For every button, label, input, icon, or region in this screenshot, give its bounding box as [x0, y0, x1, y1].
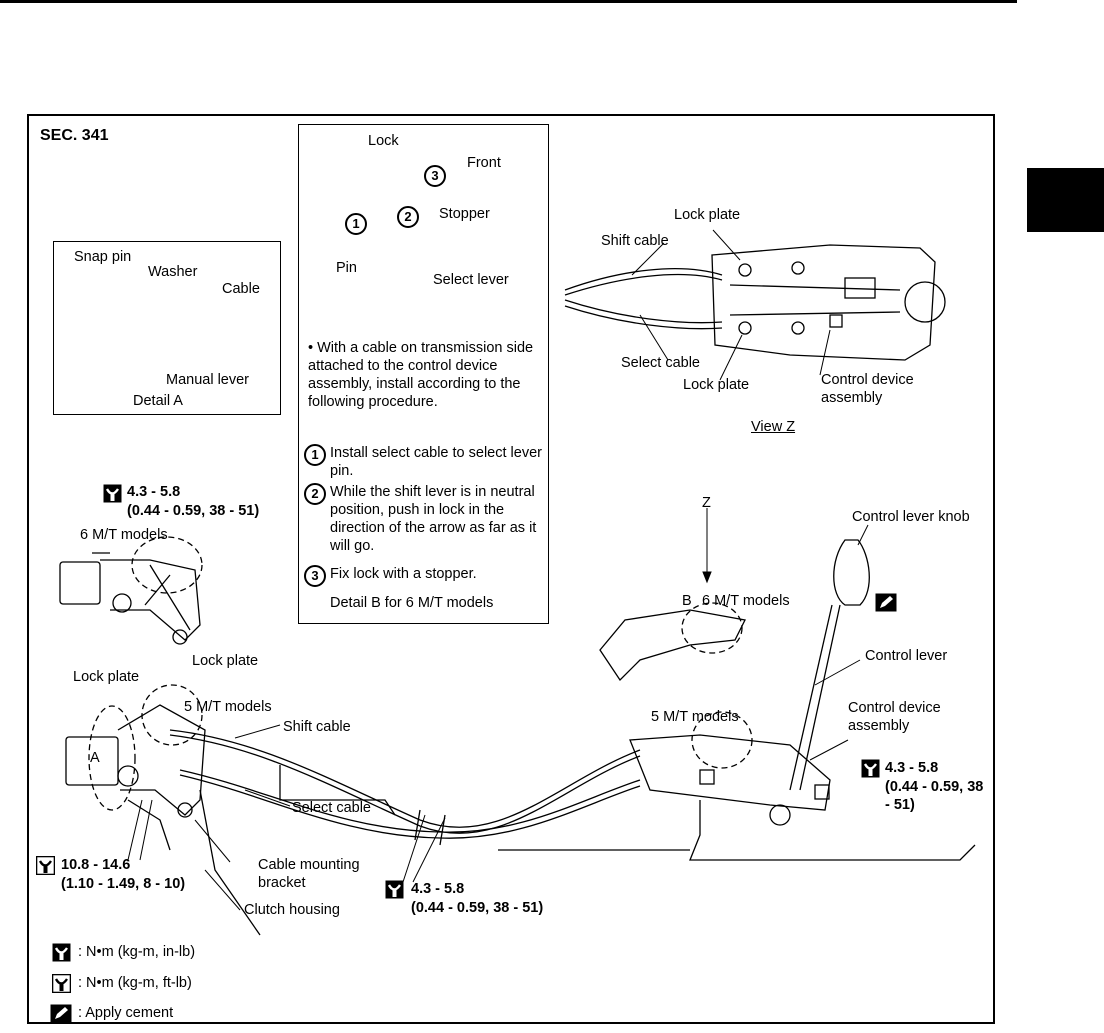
apply-cement-icon — [875, 593, 897, 612]
models-5mt-right: 5 M/T models — [651, 709, 739, 725]
view-z-caption: View Z — [751, 419, 796, 435]
view-z-shift-cable: Shift cable — [601, 233, 669, 249]
torque-wrench-icon — [52, 943, 71, 962]
procedure-step-2: While the shift lever is in neutral posi… — [330, 484, 537, 554]
legend-item-in-lb: : N•m (kg-m, in-lb) — [78, 944, 196, 960]
control-device-drawing — [498, 539, 976, 861]
cable-bracket-label: Cable mounting bracket — [258, 857, 360, 891]
torque-left-sub: (1.10 - 1.49, 8 - 10) — [61, 876, 186, 892]
control-lever-label: Control lever — [865, 648, 948, 664]
washer-label: Washer — [148, 264, 198, 280]
view-z-select-cable: Select cable — [621, 355, 700, 371]
procedure-intro: • With a cable on transmission side atta… — [308, 340, 534, 410]
models-5mt-left: 5 M/T models — [184, 699, 272, 715]
torque-right-value: 4.3 - 5.8 — [885, 760, 939, 776]
shift-cable-label: Shift cable — [283, 719, 351, 735]
lock-label: Lock — [368, 133, 399, 149]
section-tab-marker — [1027, 168, 1104, 232]
step-2-marker: 2 — [304, 483, 326, 505]
torque-wrench-icon — [385, 880, 404, 899]
snap-pin-label: Snap pin — [74, 249, 132, 265]
stopper-label: Stopper — [439, 206, 490, 222]
legend-item-cement: : Apply cement — [78, 1005, 174, 1021]
left-upper-torque-value: 4.3 - 5.8 — [127, 484, 181, 500]
label-b: B — [682, 593, 692, 609]
step-1-marker: 1 — [304, 444, 326, 466]
step-3-marker: 3 — [424, 165, 446, 187]
models-6mt-right: 6 M/T models — [702, 593, 790, 609]
pin-label: Pin — [336, 260, 357, 276]
left-upper-torque-sub: (0.44 - 0.59, 38 - 51) — [127, 503, 260, 519]
torque-left-value: 10.8 - 14.6 — [61, 857, 131, 873]
procedure-step-3: Fix lock with a stopper. — [330, 566, 477, 582]
step-1-marker: 1 — [345, 213, 367, 235]
detail-a-box — [53, 241, 281, 415]
manual-lever-label: Manual lever — [166, 372, 250, 388]
detail-a-caption: Detail A — [133, 393, 183, 409]
select-cable-label: Select cable — [292, 800, 371, 816]
transmission-drawing — [65, 684, 261, 936]
cables-drawing — [169, 729, 641, 846]
control-lever-knob-label: Control lever knob — [852, 509, 970, 525]
torque-wrench-icon — [861, 759, 880, 778]
front-label: Front — [467, 155, 501, 171]
cable-label: Cable — [222, 281, 260, 297]
torque-wrench-icon — [36, 856, 55, 875]
torque-mid-sub: (0.44 - 0.59, 38 - 51) — [411, 900, 544, 916]
view-z-drawing — [564, 244, 946, 361]
control-device-label: Control device assembly — [848, 700, 941, 734]
torque-right-sub: (0.44 - 0.59, 38 - 51) — [885, 779, 984, 813]
view-z-control-device: Control device assembly — [821, 372, 914, 406]
left-upper-drawing — [59, 536, 203, 645]
view-z-lock-plate-bottom: Lock plate — [683, 377, 750, 393]
section-number: SEC. 341 — [40, 127, 109, 144]
detail-b-box — [298, 124, 549, 624]
label-z: Z — [702, 495, 711, 511]
torque-wrench-icon — [52, 974, 71, 993]
lock-plate-label-1: Lock plate — [192, 653, 259, 669]
step-2-marker: 2 — [397, 206, 419, 228]
detail-b-caption: Detail B for 6 M/T models — [330, 595, 494, 611]
step-3-marker: 3 — [304, 565, 326, 587]
view-z-lock-plate-top: Lock plate — [674, 207, 741, 223]
torque-wrench-icon — [103, 484, 122, 503]
clutch-housing-label: Clutch housing — [244, 902, 340, 918]
select-lever-label: Select lever — [433, 272, 509, 288]
lock-plate-label-2: Lock plate — [73, 669, 140, 685]
torque-mid-value: 4.3 - 5.8 — [411, 881, 465, 897]
diagram-frame — [27, 114, 995, 1024]
label-a: A — [90, 750, 100, 766]
page-top-rule — [0, 0, 1017, 3]
procedure-step-1: Install select cable to select lever pin… — [330, 445, 542, 479]
left-upper-models: 6 M/T models — [80, 527, 168, 543]
apply-cement-icon — [50, 1004, 72, 1023]
legend-item-ft-lb: : N•m (kg-m, ft-lb) — [78, 975, 192, 991]
